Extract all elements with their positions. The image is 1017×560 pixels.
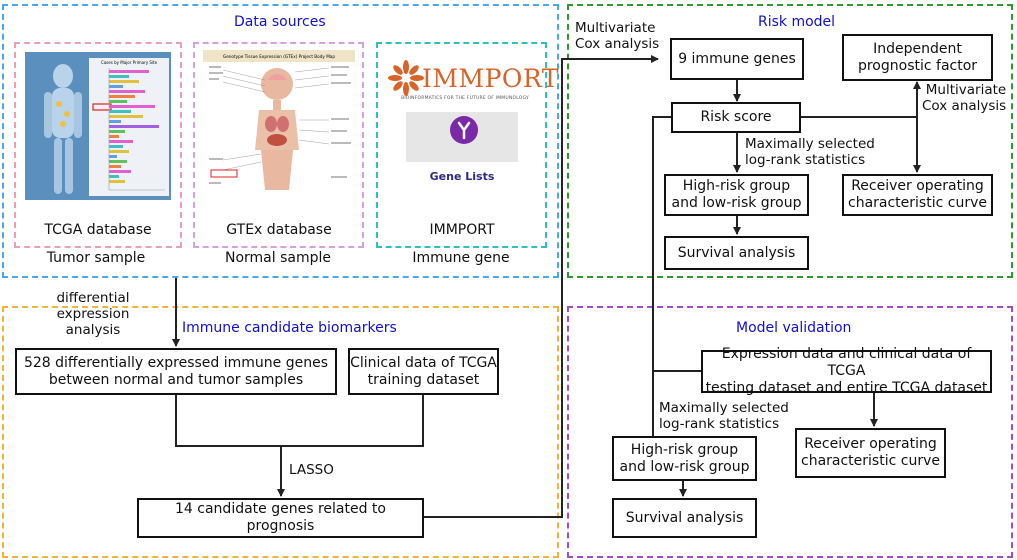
differential-expression-label: differential expression analysis [56,290,130,338]
immport-label: IMMPORT [429,222,495,238]
gtex-figure: Genotype Tissue Expression (GTEx) Projec… [203,50,355,200]
candidate-genes-box: 14 candidate genes related to prognosis [137,498,424,538]
data-sources-panel [2,4,559,278]
immport-logo-icon [388,60,424,96]
maximally-selected-label-top: Maximally selected log-rank statistics [745,136,875,168]
nine-immune-genes-box: 9 immune genes [670,38,804,80]
high-low-risk-group-box-bottom: High-risk group and low-risk group [612,436,757,481]
roc-curve-box-top: Receiver operating characteristic curve [842,174,993,216]
differentially-expressed-genes-box: 528 differentially expressed immune gene… [15,348,337,395]
gene-lists-card [406,112,518,162]
risk-model-panel [567,4,1013,278]
clinical-training-data-box: Clinical data of TCGA training dataset [348,348,499,395]
normal-sample-label: Normal sample [224,250,331,266]
gtex-figure-title: Genotype Tissue Expression (GTEx) Projec… [223,54,335,59]
immune-gene-label: Immune gene [412,250,510,266]
multivariate-cox-label-left: Multivariate Cox analysis [575,20,660,52]
tcga-figure-title: Cases by Major Primary Site [101,60,158,65]
immune-candidates-title: Immune candidate biomarkers [182,320,397,336]
independent-prognostic-factor-box: Independent prognostic factor [842,34,993,81]
expression-testing-data-box: Expression data and clinical data of TCG… [701,346,992,396]
data-sources-title: Data sources [234,14,326,30]
gtex-database-label: GTEx database [226,222,332,238]
immune-candidates-panel [2,306,559,558]
immport-tagline: BIOINFORMATICS FOR THE FUTURE OF IMMUNOL… [401,96,529,101]
survival-analysis-box-top: Survival analysis [664,236,809,270]
tcga-source-frame: Cases by Major Primary Site TCGA databas… [14,42,182,248]
immport-logo-text: IMMPORT [422,64,559,93]
tumor-sample-label: Tumor sample [46,250,146,266]
maximally-selected-label-bottom: Maximally selected log-rank statistics [659,400,789,432]
model-validation-panel [567,306,1013,558]
antibody-icon [450,116,478,144]
model-validation-title: Model validation [736,320,852,336]
immport-source-frame: IMMPORT BIOINFORMATICS FOR THE FUTURE OF… [376,42,558,248]
gtex-source-frame: Genotype Tissue Expression (GTEx) Projec… [193,42,364,248]
risk-model-title: Risk model [758,14,836,30]
tcga-figure: Cases by Major Primary Site [25,52,171,200]
roc-curve-box-bottom: Receiver operating characteristic curve [795,428,946,478]
gene-lists-label: Gene Lists [429,170,495,183]
high-low-risk-group-box-top: High-risk group and low-risk group [664,174,809,216]
survival-analysis-box-bottom: Survival analysis [612,498,757,538]
risk-score-box: Risk score [671,102,801,133]
multivariate-cox-label-right: Multivariate Cox analysis [922,82,1007,114]
lasso-label: LASSO [289,462,334,478]
tcga-database-label: TCGA database [44,222,152,238]
